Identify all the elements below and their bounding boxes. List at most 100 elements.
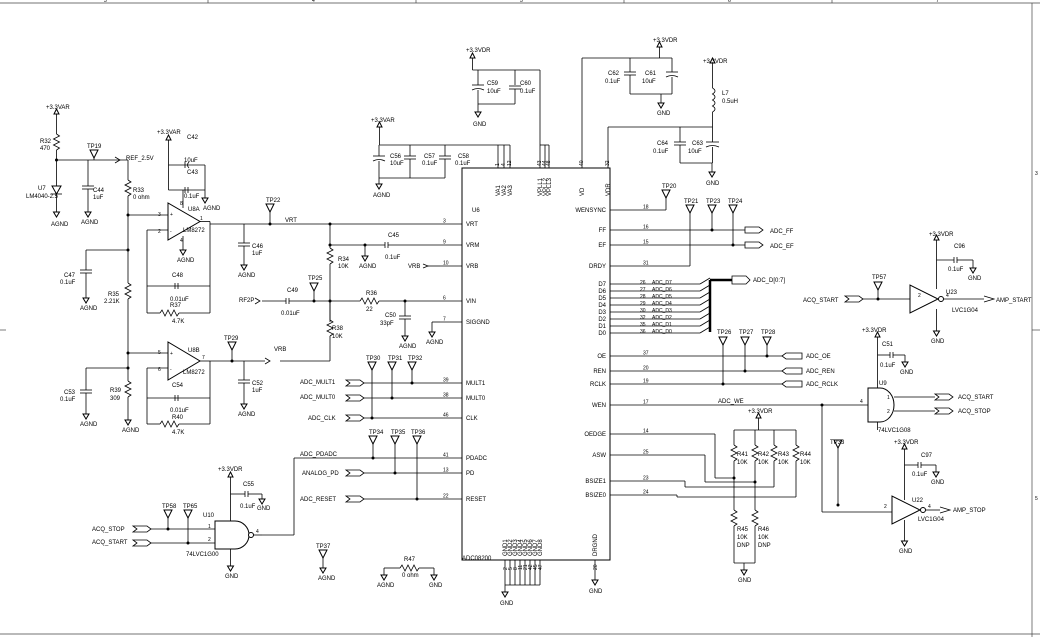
c44-ref: C44 (93, 188, 105, 194)
u6-pin-number: 3 (443, 219, 446, 225)
ground-icon (657, 102, 665, 109)
u10-pin1: 1 (208, 524, 211, 530)
ground-icon (361, 255, 369, 262)
adc-rclk-port (781, 380, 803, 388)
u6-pin-number: 16 (643, 225, 649, 231)
u6-right-pin-lines (610, 209, 640, 496)
c49-value: 0.01uF (281, 311, 300, 317)
tp20-label: TP20 (662, 184, 677, 190)
u6-bottom-pin-number: 45 (533, 564, 539, 570)
c42-value: 10uF (184, 158, 198, 164)
u6-pin-number: 17 (643, 400, 649, 406)
test-point-icon (309, 282, 319, 293)
ground-icon (901, 361, 909, 368)
u6-bottom-pin-name: DRGND (593, 533, 599, 556)
adc-ff-port (744, 226, 764, 234)
adc-reset-label: ADC_RESET (300, 497, 336, 503)
gnd-label: GND (738, 578, 752, 584)
u6-data-pin-number: 32 (640, 315, 646, 321)
data-bus-entry (699, 326, 711, 334)
fifo-read-ctrl: TP26 TP27 TP28 ADC_OE ADC_REN ADC_RCLK (640, 330, 838, 388)
u6-pin-name: WEN (592, 403, 606, 409)
u6-data-pin-name: D7 (598, 282, 606, 288)
mult1-port (344, 379, 365, 387)
u6-data-pin-name: D6 (598, 289, 606, 295)
u6-pin-name: BSIZE1 (585, 479, 606, 485)
r43-ref: R43 (778, 452, 790, 458)
u6-top-pin-name: VA1 (496, 184, 502, 196)
c57-ref: C57 (424, 154, 436, 160)
u6-pin-number: 39 (443, 378, 449, 384)
acq-stop-label: ACQ_STOP (92, 527, 125, 533)
c52-value: 1uF (252, 388, 263, 394)
u6-bottom-pin-name: GND2 (508, 539, 514, 556)
u6-top-pin-name: VPLL2 (543, 177, 549, 196)
amp-start-flag-icon (983, 295, 996, 303)
u8a-opamp: 3 2 + - U8A LM8272 C48 0.01uF R37 4.7K 1… (146, 130, 440, 325)
u6-pin-name: BSIZE0 (585, 493, 606, 499)
u8a-plus: + (170, 212, 173, 218)
agnd-label: AGND (318, 576, 336, 582)
power-label: +3.3VAR (371, 118, 395, 124)
amp-stop-flag-icon (939, 506, 952, 514)
u6-pin-number: 19 (643, 379, 649, 385)
u22-ref: U22 (912, 498, 924, 504)
c96-ref: C96 (954, 244, 966, 250)
u6-pin-number: 41 (443, 453, 449, 459)
r36-ref: R36 (366, 291, 378, 297)
u8b-opamp: 5 6 + - U8B LM8272 C54 0.01uF R40 4.7K 7… (146, 336, 286, 436)
u6-left-pin-lines (440, 223, 462, 500)
u6-pin-name: PDADC (466, 456, 488, 462)
amp-stop-label: AMP_STOP (953, 508, 986, 514)
u6-data-pin-name: D3 (598, 310, 606, 316)
ref-2v5-label: REF_2.5V (126, 156, 154, 162)
r39-value: 309 (110, 396, 121, 402)
vrb-net-label: VRB (408, 264, 420, 270)
c61-ref: C61 (645, 71, 657, 77)
u6-pin-name: RESET (466, 497, 486, 503)
u6-bottom-pin-name: GND3 (513, 539, 519, 556)
data-bus-entry (699, 284, 711, 292)
u8a-pin2: 2 (158, 229, 161, 235)
u6-pin-number: 31 (643, 261, 649, 267)
u6-bottom-pin-number: 20 (593, 564, 599, 570)
test-point-icon (740, 336, 750, 347)
amp-start-label: AMP_START (996, 298, 1032, 304)
u9-pin4: 4 (860, 399, 863, 405)
u6-pin-name: FF (599, 228, 607, 234)
r37-value: 4.7K (172, 319, 184, 325)
tp27-label: TP27 (739, 330, 754, 336)
u6-data-pin-number: 28 (640, 294, 646, 300)
data-bus-net-label: ADC_D3 (652, 308, 672, 314)
r46-value: 10K (758, 535, 769, 541)
agnd-label: AGND (238, 412, 256, 418)
u6-top-pin-name: VPLL3 (547, 177, 553, 196)
data-bus-entry (699, 319, 711, 327)
gnd-label: GND (500, 601, 514, 607)
u23-value: LVC1G04 (952, 308, 979, 314)
r34-value: 10K (338, 264, 349, 270)
frame-col-label: 6 (728, 0, 731, 4)
power-label: +3.3VDR (218, 467, 243, 473)
test-point-icon (762, 336, 772, 347)
zener-icon (51, 185, 62, 196)
data-bus-net-label: ADC_D4 (652, 301, 672, 307)
r47-value: 0 ohm (402, 573, 419, 579)
u6-data-pin-name: D0 (598, 331, 606, 337)
ground-icon (240, 403, 248, 410)
u6-pin-name: VRM (466, 243, 479, 249)
power-label: +3.3VDR (703, 59, 728, 65)
test-point-icon (390, 435, 400, 446)
u6-pin-number: 6 (443, 296, 446, 302)
c62-value: 0.1uF (605, 79, 621, 85)
c47-value: 0.1uF (60, 280, 76, 286)
u6-bottom-pin-name: GND4 (518, 539, 524, 556)
u6-pin-name: REN (593, 369, 606, 375)
u6-data-pin-number: 35 (640, 322, 646, 328)
u6-bottom-pin-name: GND5 (523, 539, 529, 556)
agnd-label: AGND (51, 222, 69, 228)
c64-value: 0.1uF (653, 149, 669, 155)
c50-ref: C50 (385, 313, 397, 319)
c45-value: 0.1uF (385, 255, 401, 261)
